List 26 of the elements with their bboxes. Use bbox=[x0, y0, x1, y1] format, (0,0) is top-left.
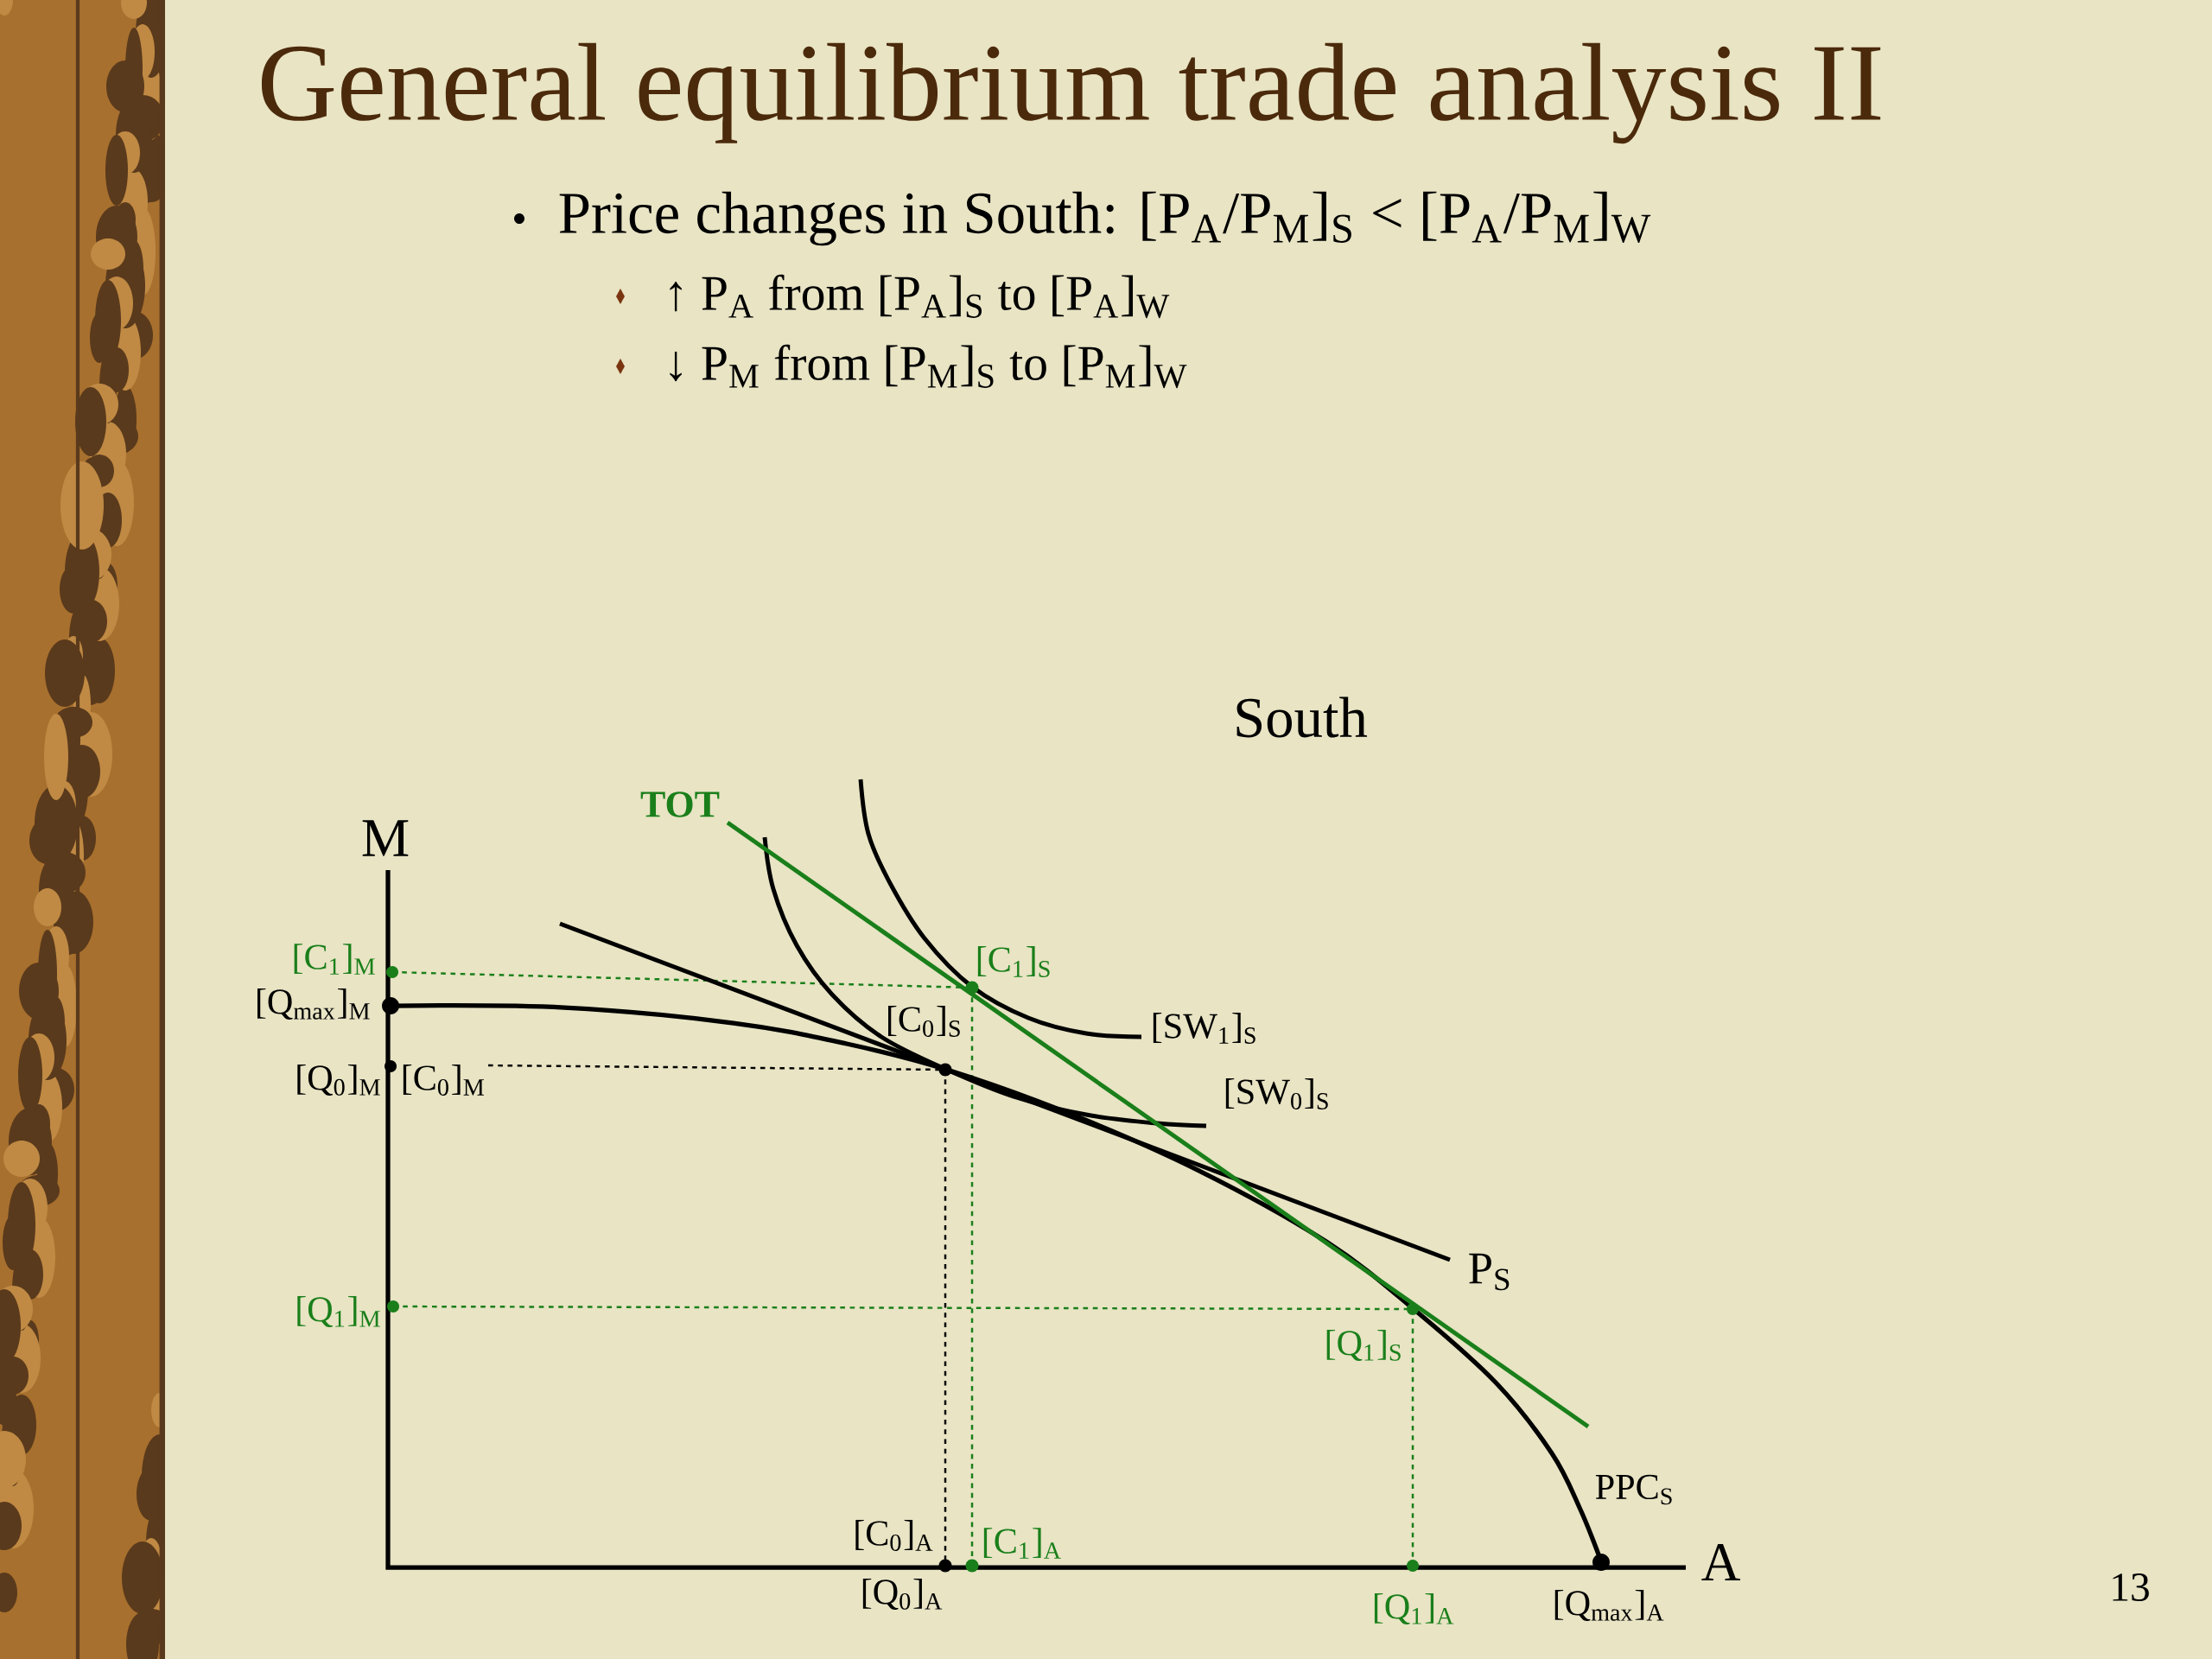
line-label: TOT bbox=[640, 791, 720, 817]
bullet-text: ↓ P$_{M}$ from [P$_{M}$]$_{S}$ to [P$_{M}$]$_{W}$ bbox=[670, 344, 1187, 389]
point-label: [Q$_{0}$]$_{A}$ bbox=[862, 1578, 943, 1611]
axis-label: M bbox=[362, 820, 409, 856]
chart-title: South bbox=[1236, 696, 1368, 738]
title: General equilibrium trade analysis II bbox=[261, 42, 1881, 144]
point-label: [C$_{0}$]$_{M}$ bbox=[403, 1065, 484, 1096]
point-label: [C$_{1}$]$_{A}$ bbox=[983, 1528, 1061, 1559]
point-label: [Q$_{max}$]$_{A}$ bbox=[1554, 1589, 1664, 1622]
axis-label: A bbox=[1701, 1544, 1740, 1580]
point-label: [Q$_{1}$]$_{S}$ bbox=[1326, 1329, 1401, 1362]
point-label: [C$_{1}$]$_{M}$ bbox=[294, 944, 375, 975]
curve-label: PPC$_{S}$ bbox=[1595, 1474, 1672, 1505]
curve-label: [SW$_{1}$]$_{S}$ bbox=[1153, 1013, 1255, 1044]
point-label: [C$_{1}$]$_{S}$ bbox=[977, 946, 1050, 977]
curve-label: P$_{S}$ bbox=[1469, 1253, 1510, 1291]
bullet-text: ↑ P$_{A}$ from [P$_{A}$]$_{S}$ to [P$_{A}$]$_{W}$ bbox=[670, 274, 1170, 319]
page-number: 13 bbox=[2113, 1573, 2149, 1601]
curve-label: [SW$_{0}$]$_{S}$ bbox=[1225, 1078, 1328, 1109]
point-label: [Q$_{1}$]$_{A}$ bbox=[1374, 1592, 1454, 1625]
bullet-text: Price changes in South: [P$_{A}$/P$_{M}$]$_{S}$ < [P$_{A}$/P$_{M}$]$_{W}$ bbox=[559, 191, 1651, 246]
point-label: [Q$_{max}$]$_{M}$ bbox=[257, 988, 370, 1020]
point-label: [Q$_{0}$]$_{M}$ bbox=[297, 1064, 380, 1096]
point-label: [Q$_{1}$]$_{M}$ bbox=[297, 1295, 380, 1328]
point-label: [C$_{0}$]$_{S}$ bbox=[888, 1006, 960, 1037]
point-label: [C$_{0}$]$_{A}$ bbox=[855, 1520, 933, 1551]
